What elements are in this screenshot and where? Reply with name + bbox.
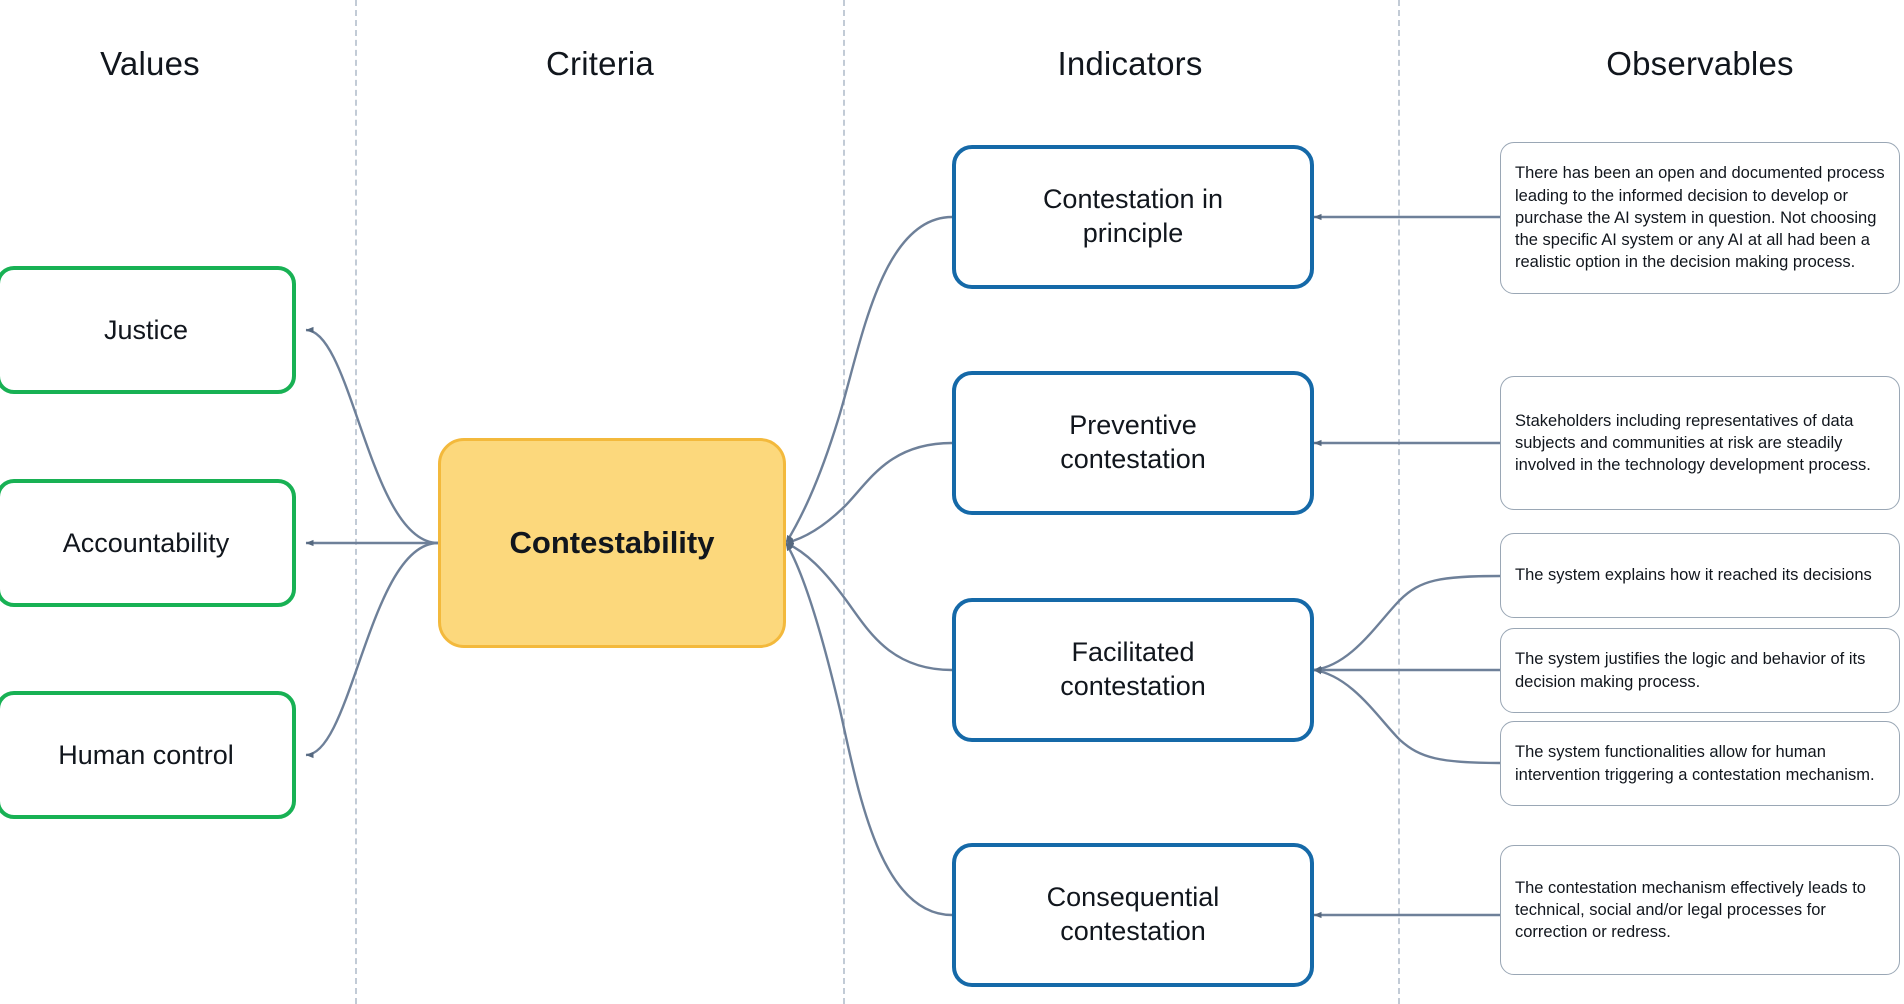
value-node-human-control[interactable]: Human control <box>0 691 296 819</box>
connector-preventive-contestability <box>785 441 953 545</box>
connector-contestability-humancontrol <box>305 541 439 759</box>
observable-node-4[interactable]: The system justifies the logic and behav… <box>1500 628 1900 713</box>
connector-consequential-contestability <box>784 542 953 917</box>
value-label: Justice <box>103 314 189 345</box>
observable-node-3[interactable]: The system explains how it reached its d… <box>1500 533 1900 618</box>
connector-observable5-facilitated <box>1313 668 1501 765</box>
indicator-label: Preventive contestation <box>1060 410 1206 474</box>
value-node-justice[interactable]: Justice <box>0 266 296 394</box>
value-label: Human control <box>58 739 234 770</box>
indicator-node-preventive-contestation[interactable]: Preventive contestation <box>952 371 1314 515</box>
connector-observable3-facilitated <box>1313 574 1501 673</box>
column-header-indicators: Indicators <box>1057 45 1203 82</box>
observable-node-1[interactable]: There has been an open and documented pr… <box>1500 142 1900 294</box>
observable-text: The system justifies the logic and behav… <box>1515 650 1866 691</box>
connector-contestability-justice <box>305 326 439 545</box>
column-divider-2 <box>843 0 845 1004</box>
criteria-node-contestability[interactable]: Contestability <box>438 438 786 648</box>
connector-facilitated-contestability <box>785 541 953 672</box>
column-header-observables: Observables <box>1606 45 1794 82</box>
value-label: Accountability <box>62 527 230 558</box>
value-node-accountability[interactable]: Accountability <box>0 479 296 607</box>
observable-node-5[interactable]: The system functionalities allow for hum… <box>1500 721 1900 806</box>
observable-text: The contestation mechanism effectively l… <box>1515 878 1866 942</box>
observable-node-6[interactable]: The contestation mechanism effectively l… <box>1500 845 1900 975</box>
connector-principle-contestability <box>784 215 953 544</box>
indicator-label: Facilitated contestation <box>1060 637 1206 701</box>
indicator-node-consequential-contestation[interactable]: Consequential contestation <box>952 843 1314 987</box>
indicator-node-facilitated-contestation[interactable]: Facilitated contestation <box>952 598 1314 742</box>
observable-node-2[interactable]: Stakeholders including representatives o… <box>1500 376 1900 510</box>
column-divider-1 <box>355 0 357 1004</box>
indicator-label: Contestation in principle <box>1042 184 1224 248</box>
observable-text: The system explains how it reached its d… <box>1515 566 1872 585</box>
column-header-criteria: Criteria <box>546 45 654 82</box>
column-divider-3 <box>1398 0 1400 1004</box>
observable-text: Stakeholders including representatives o… <box>1515 411 1871 475</box>
observable-text: The system functionalities allow for hum… <box>1515 743 1875 784</box>
observable-text: There has been an open and documented pr… <box>1515 164 1885 272</box>
indicator-label: Consequential contestation <box>1046 882 1220 946</box>
criteria-label: Contestability <box>509 525 715 560</box>
column-header-values: Values <box>100 45 200 82</box>
indicator-node-contestation-in-principle[interactable]: Contestation in principle <box>952 145 1314 289</box>
